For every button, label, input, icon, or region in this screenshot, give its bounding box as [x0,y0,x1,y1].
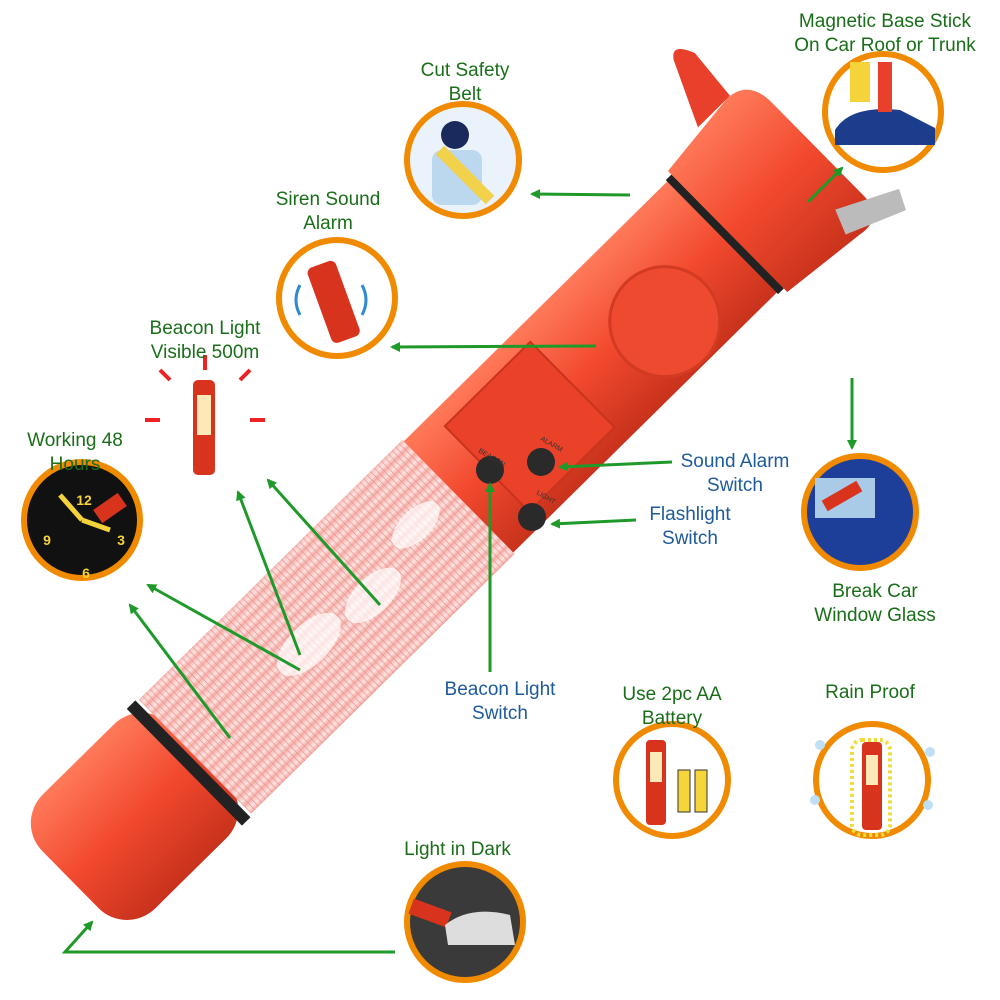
glass-breaker-tip [835,188,906,235]
arrow-sound-switch [558,460,673,472]
beacon-visible-image [145,355,265,475]
clock-9: 9 [43,532,51,548]
cut-belt-image [404,101,522,219]
clock-3: 3 [117,532,125,548]
alarm-button[interactable] [527,448,555,476]
arrow-cut-belt [530,189,631,200]
battery-image [613,721,731,839]
seal-ring [126,700,251,826]
light-in-dark-image [404,861,526,983]
speaker-cover [608,265,722,379]
arrow-working-1 [146,583,301,672]
pointer-arrows [61,166,857,954]
arrow-flash-switch [550,518,637,529]
belt-cutter-hook [673,48,730,128]
light-button[interactable] [518,503,546,531]
arrow-beacon-1 [266,478,382,607]
arrow-light-dark [61,920,395,954]
head-ring [665,174,784,295]
beacon-button[interactable] [476,456,504,484]
siren-alarm-image [276,237,398,359]
working-hours-clock: 12 3 6 9 [21,459,143,581]
rain-proof-image [810,721,935,839]
safety-hammer-flashlight [30,48,906,920]
label-rain: Rain Proof [825,682,915,703]
label-light-dark: Light in Dark [404,839,511,860]
magnetic-base-image [822,51,944,173]
hammer-head [667,89,874,293]
clock-12: 12 [76,492,92,508]
arrow-magnetic [806,166,844,204]
arrow-beacon-2 [236,490,302,656]
arrow-siren [390,341,597,352]
arrow-working-2 [128,603,232,739]
clock-6: 6 [82,565,90,581]
break-window-image [801,453,919,571]
